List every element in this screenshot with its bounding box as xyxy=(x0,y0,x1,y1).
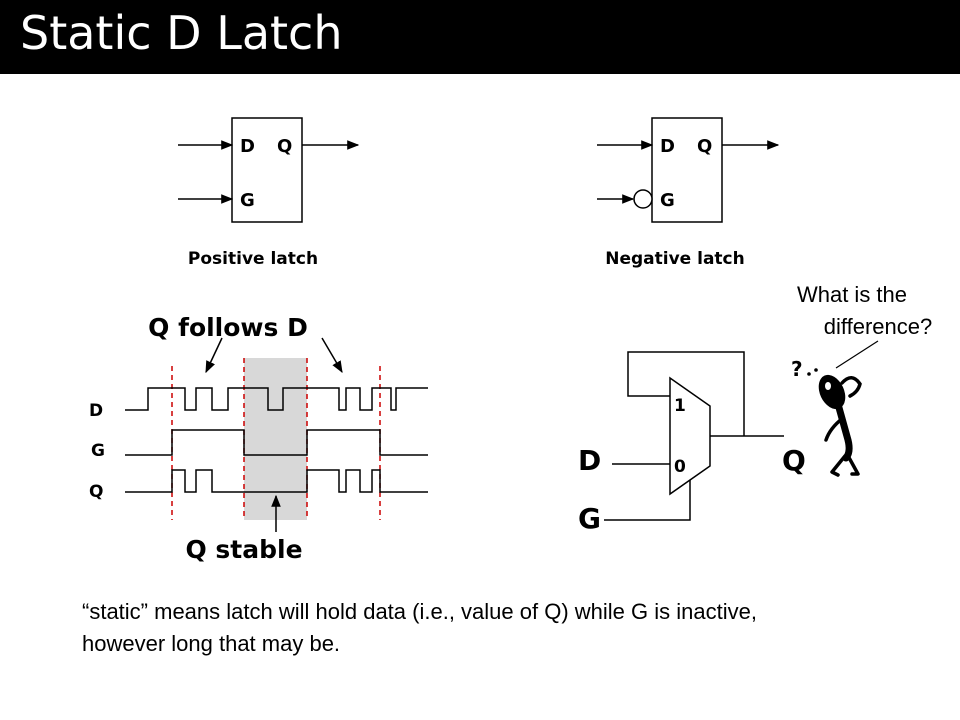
figure-head xyxy=(818,374,846,410)
negative-d-label: D xyxy=(660,136,675,157)
bubble-line-1: What is the xyxy=(797,282,907,307)
follows-arrow-right xyxy=(321,337,343,374)
figure-arm-front xyxy=(824,416,845,442)
mux-g-label: G xyxy=(578,502,601,535)
inversion-bubble xyxy=(633,189,653,209)
positive-g-label: G xyxy=(240,190,255,211)
g-waveform xyxy=(125,429,428,456)
thought-pointer xyxy=(835,340,879,369)
stable-region xyxy=(244,358,307,520)
question-mark: ? xyxy=(791,357,803,381)
feedback-wire xyxy=(627,351,745,436)
positive-q-label: Q xyxy=(277,136,292,157)
negative-q-label: Q xyxy=(697,136,712,157)
positive-d-label: D xyxy=(240,136,255,157)
positive-latch: D Q G Positive latch xyxy=(178,117,360,269)
q-stable-label: Q stable xyxy=(185,535,302,564)
figure-eye xyxy=(825,382,831,390)
positive-latch-box xyxy=(231,117,303,223)
figure-leg-left xyxy=(830,454,847,477)
timing-g-label: G xyxy=(91,441,105,461)
g-select-wire xyxy=(604,480,691,521)
slide-title: Static D Latch xyxy=(20,6,343,60)
timing-d-label: D xyxy=(89,401,103,421)
mux-circuit: 1 0 D Q G xyxy=(578,351,806,535)
mux-q-label: Q xyxy=(782,444,806,477)
title-bar: Static D Latch xyxy=(0,0,960,74)
negative-g-label: G xyxy=(660,190,675,211)
positive-latch-caption: Positive latch xyxy=(188,249,318,269)
bubble-line-2: difference? xyxy=(824,314,932,339)
mux-input-0-label: 0 xyxy=(674,457,686,477)
timing-diagram: D G Q Q follows D Q stable xyxy=(89,313,428,564)
mux-d-label: D xyxy=(578,444,601,477)
mux-body xyxy=(669,376,711,496)
negative-latch: D Q G Negative latch xyxy=(597,117,780,269)
negative-latch-caption: Negative latch xyxy=(605,249,745,269)
thought-dot-2 xyxy=(814,368,818,372)
slide-caption: “static” means latch will hold data (i.e… xyxy=(82,599,757,656)
q-waveform xyxy=(125,469,428,493)
figure-body xyxy=(834,400,853,462)
timing-q-label: Q xyxy=(89,482,103,502)
thinking-figure: What is the difference? ? xyxy=(791,282,932,477)
follows-arrow-left xyxy=(205,337,223,374)
d-waveform xyxy=(125,387,428,411)
negative-latch-box xyxy=(651,117,723,223)
figure-arm-on-head xyxy=(840,376,862,398)
mux-input-1-label: 1 xyxy=(674,396,686,416)
thought-dot-1 xyxy=(807,372,811,376)
q-follows-d-label: Q follows D xyxy=(148,313,308,342)
figure-leg-right xyxy=(845,452,860,476)
